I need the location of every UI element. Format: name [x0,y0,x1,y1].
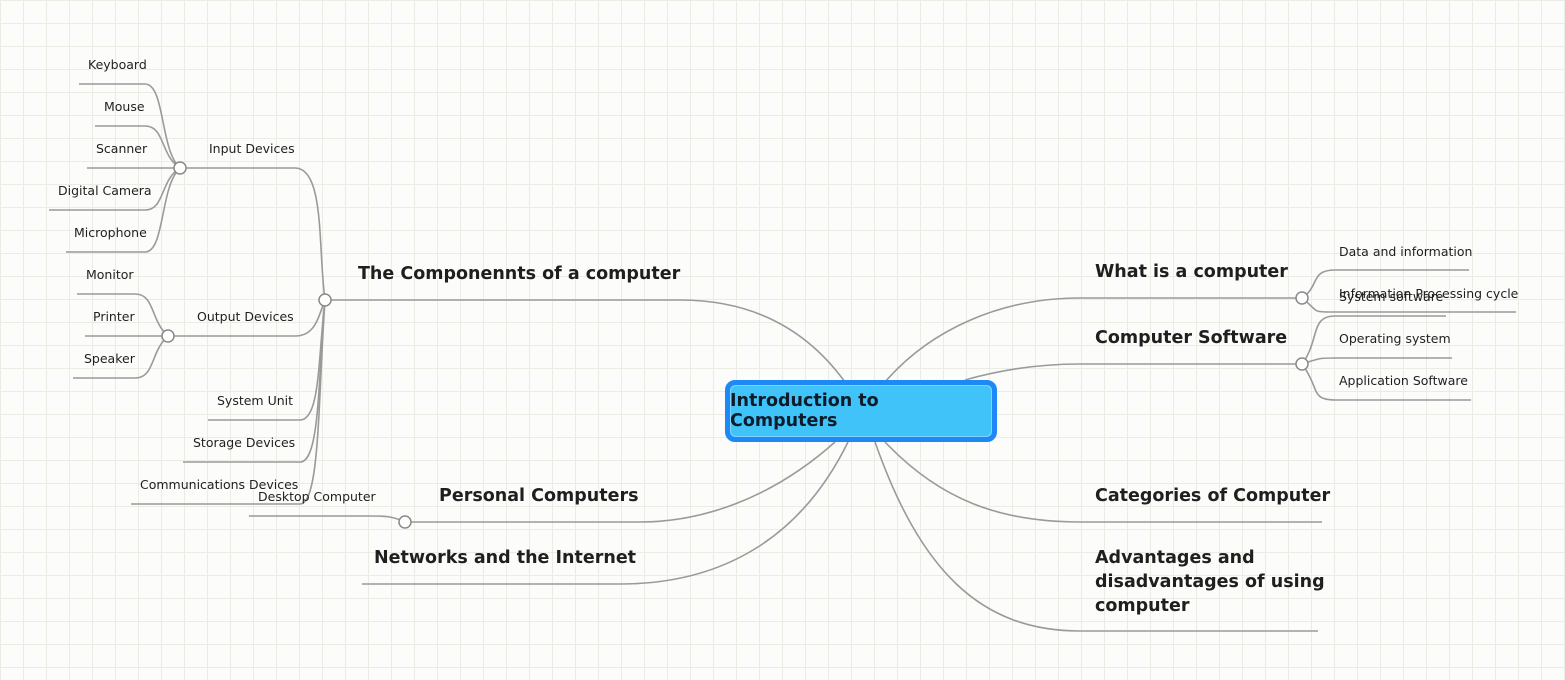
hub-components-node [318,293,332,307]
link-input [180,167,326,301]
link-networks [362,441,849,585]
link-monitor [77,293,169,337]
link-advantages [874,441,1318,632]
branch-personal-computers[interactable]: Personal Computers [439,486,639,506]
central-topic-label: Introduction to Computers [730,391,879,431]
link-components [325,299,846,383]
branch-computer-software[interactable]: Computer Software [1095,328,1288,348]
node-digital-camera[interactable]: Digital Camera [58,183,152,198]
node-monitor[interactable]: Monitor [86,267,134,282]
node-microphone[interactable]: Microphone [74,225,147,240]
central-topic[interactable]: Introduction to Computers [725,380,997,442]
link-software [964,363,1300,381]
hub-software-node [1295,357,1309,371]
node-input-devices[interactable]: Input Devices [209,141,295,156]
branch-categories-of-computer[interactable]: Categories of Computer [1095,486,1331,506]
node-output-devices[interactable]: Output Devices [197,309,294,324]
node-system-unit[interactable]: System Unit [217,393,294,408]
branch-what-is-a-computer[interactable]: What is a computer [1095,262,1288,282]
hub-output-node [161,329,175,343]
link-desktop [249,515,406,523]
link-what [884,297,1300,383]
node-printer[interactable]: Printer [93,309,135,324]
link-communications [131,299,326,505]
hub-input-node [173,161,187,175]
branch-components[interactable]: The Componennts of a computer [358,264,681,284]
link-system-software [1301,315,1446,365]
link-mouse [95,125,181,169]
node-information-processing-cycle[interactable]: Information Processing cycle [1339,286,1519,301]
node-storage-devices[interactable]: Storage Devices [193,435,296,450]
link-application-software [1301,363,1471,401]
hub-what-node [1295,291,1309,305]
branch-advantages-disadvantages[interactable]: Advantages and disadvantages of using co… [1095,548,1325,616]
branch-networks-internet[interactable]: Networks and the Internet [374,548,637,568]
node-desktop-computer[interactable]: Desktop Computer [258,489,376,504]
node-scanner[interactable]: Scanner [96,141,148,156]
node-application-software[interactable]: Application Software [1339,373,1468,388]
node-mouse[interactable]: Mouse [104,99,145,114]
node-keyboard[interactable]: Keyboard [88,57,147,72]
link-speaker [73,335,169,379]
link-digital-camera [49,167,181,211]
node-data-and-information[interactable]: Data and information [1339,244,1473,259]
node-system-software[interactable]: System software [1339,289,1444,304]
hub-personal-node [398,515,412,529]
link-categories [884,441,1322,523]
node-communications-devices[interactable]: Communications Devices [140,477,299,492]
node-operating-system[interactable]: Operating system [1339,331,1451,346]
node-speaker[interactable]: Speaker [84,351,135,366]
link-personal [405,441,836,523]
link-microphone [66,167,181,253]
link-operating-system [1301,357,1452,365]
link-keyboard [79,83,181,169]
